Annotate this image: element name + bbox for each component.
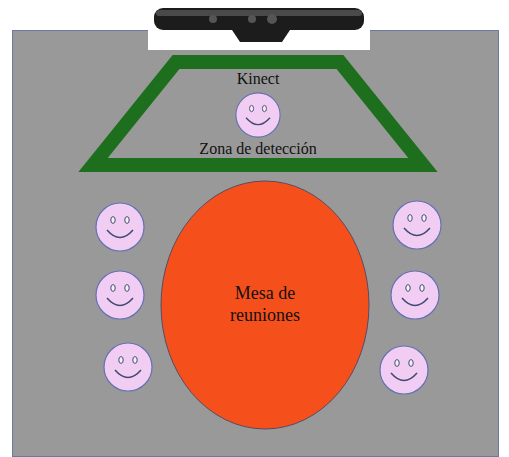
kinect-frame xyxy=(148,0,370,50)
kinect-highlight xyxy=(156,10,362,16)
person xyxy=(104,343,152,391)
node-title: Mesa de reuniones xyxy=(220,283,310,326)
detection-zone: KinectZona de detección xyxy=(86,55,430,172)
kinect-sensor xyxy=(154,8,364,30)
meeting-table: Mesa de reuniones xyxy=(160,180,370,430)
person xyxy=(96,203,144,251)
meeting-table-shape xyxy=(161,181,369,429)
person xyxy=(393,201,441,249)
person xyxy=(380,346,428,394)
node-subtitle: Zona de detección xyxy=(86,139,430,158)
node-title: Kinect xyxy=(86,69,430,88)
person xyxy=(96,271,144,319)
person-detected xyxy=(236,93,280,137)
person xyxy=(391,271,439,319)
kinect-stand xyxy=(232,30,290,42)
